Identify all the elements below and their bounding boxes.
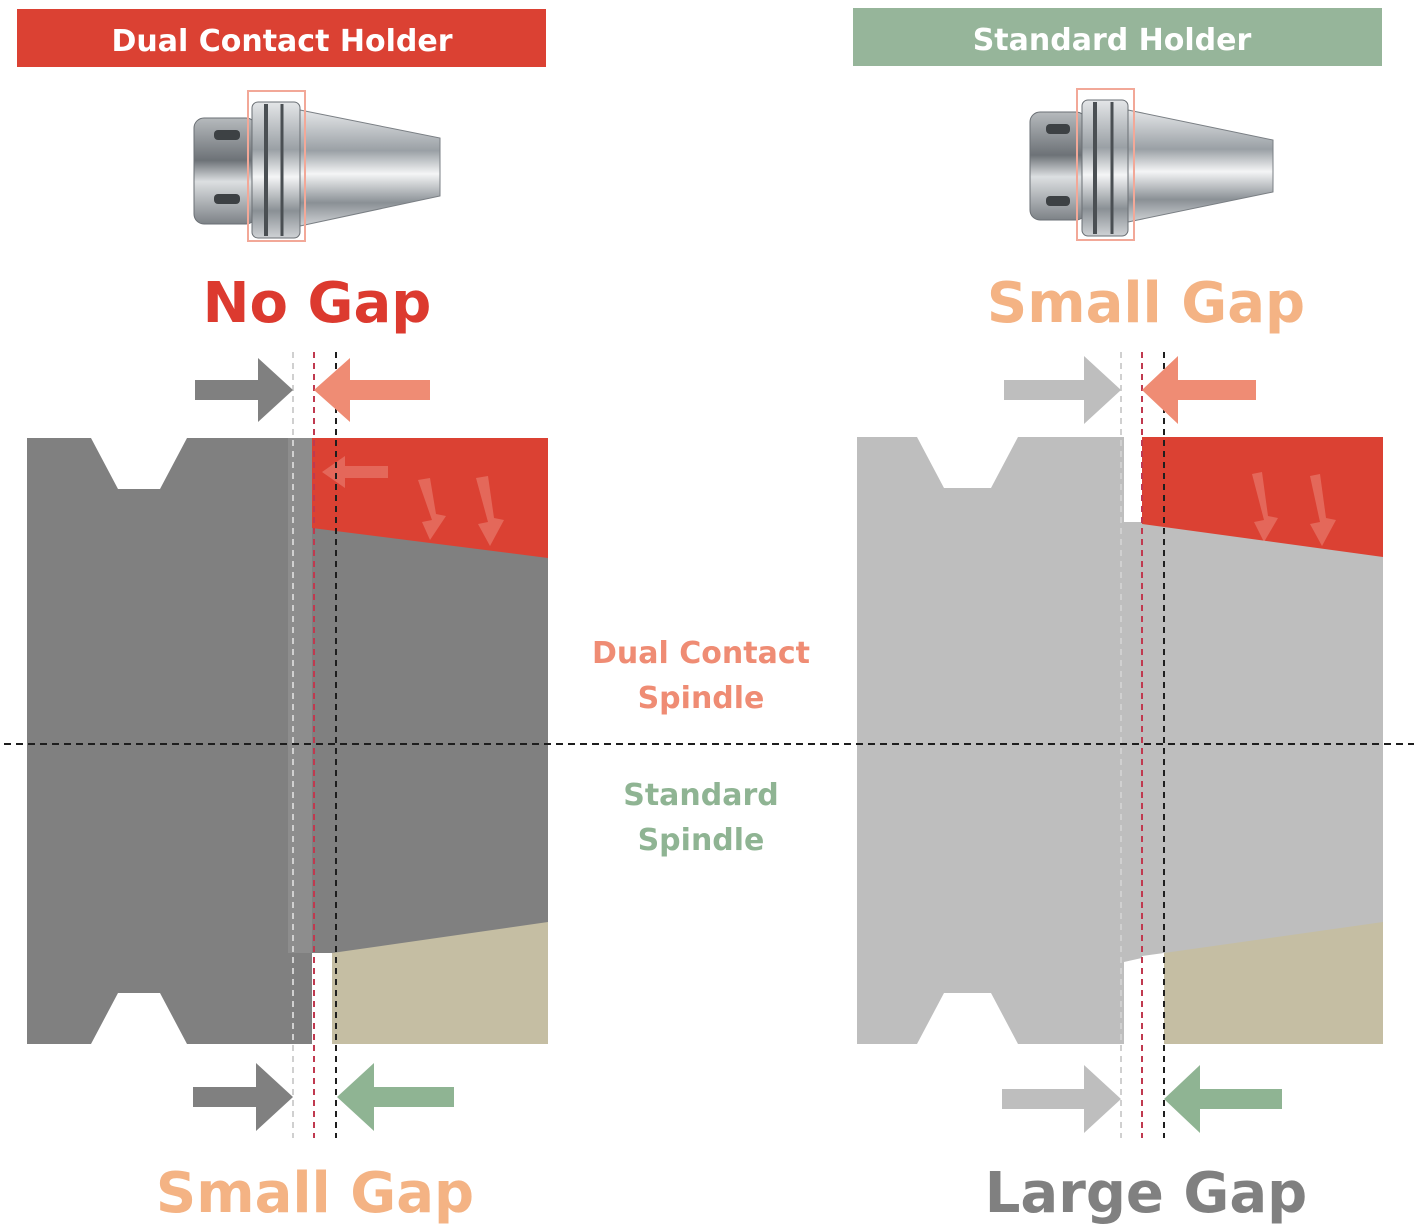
dual-contact-holder-image bbox=[193, 90, 441, 242]
left-bottom-gap-label: Small Gap bbox=[156, 1161, 474, 1226]
left-reference-lines bbox=[292, 352, 337, 1138]
right-bottom-arrows bbox=[1002, 1065, 1282, 1133]
left-holder-taper bbox=[312, 528, 548, 953]
right-cross-section bbox=[857, 437, 1383, 1044]
right-top-gap-label: Small Gap bbox=[987, 271, 1305, 336]
spindle-arrow-left-icon bbox=[337, 1063, 454, 1131]
holder-arrow-right-icon bbox=[195, 358, 293, 422]
standard-spindle-line1: Standard bbox=[623, 778, 779, 813]
holder-arrow-right-icon bbox=[1004, 356, 1121, 424]
left-top-arrows bbox=[195, 358, 430, 422]
left-holder-body bbox=[27, 438, 312, 1044]
force-arrows-faint bbox=[322, 456, 504, 546]
right-holder-taper bbox=[1142, 524, 1383, 956]
dual-contact-spindle-line2: Spindle bbox=[638, 681, 765, 716]
right-bottom-gap-label: Large Gap bbox=[985, 1161, 1308, 1226]
right-holder-body bbox=[857, 437, 1124, 1044]
holder-arrow-right-icon bbox=[193, 1063, 293, 1131]
left-cross-section bbox=[27, 438, 548, 1044]
spindle-arrow-left-icon bbox=[314, 358, 430, 422]
holder-arrow-right-icon bbox=[1002, 1065, 1121, 1133]
left-bottom-arrows bbox=[193, 1063, 454, 1131]
spindle-arrow-left-icon bbox=[1164, 1065, 1282, 1133]
right-reference-lines bbox=[1120, 352, 1165, 1138]
standard-spindle-line2: Spindle bbox=[638, 823, 765, 858]
dual-contact-holder-label: Dual Contact Holder bbox=[112, 24, 453, 59]
dual-contact-spindle-line1: Dual Contact bbox=[592, 636, 810, 671]
standard-holder-label: Standard Holder bbox=[973, 23, 1252, 58]
standard-holder-image bbox=[1029, 88, 1274, 241]
left-top-gap-label: No Gap bbox=[203, 271, 432, 336]
right-top-arrows bbox=[1004, 356, 1256, 424]
force-arrows-faint-right bbox=[1252, 472, 1336, 546]
spindle-arrow-left-icon bbox=[1142, 356, 1256, 424]
standard-holder-banner bbox=[853, 8, 1382, 66]
dual-contact-holder-banner bbox=[17, 9, 546, 67]
